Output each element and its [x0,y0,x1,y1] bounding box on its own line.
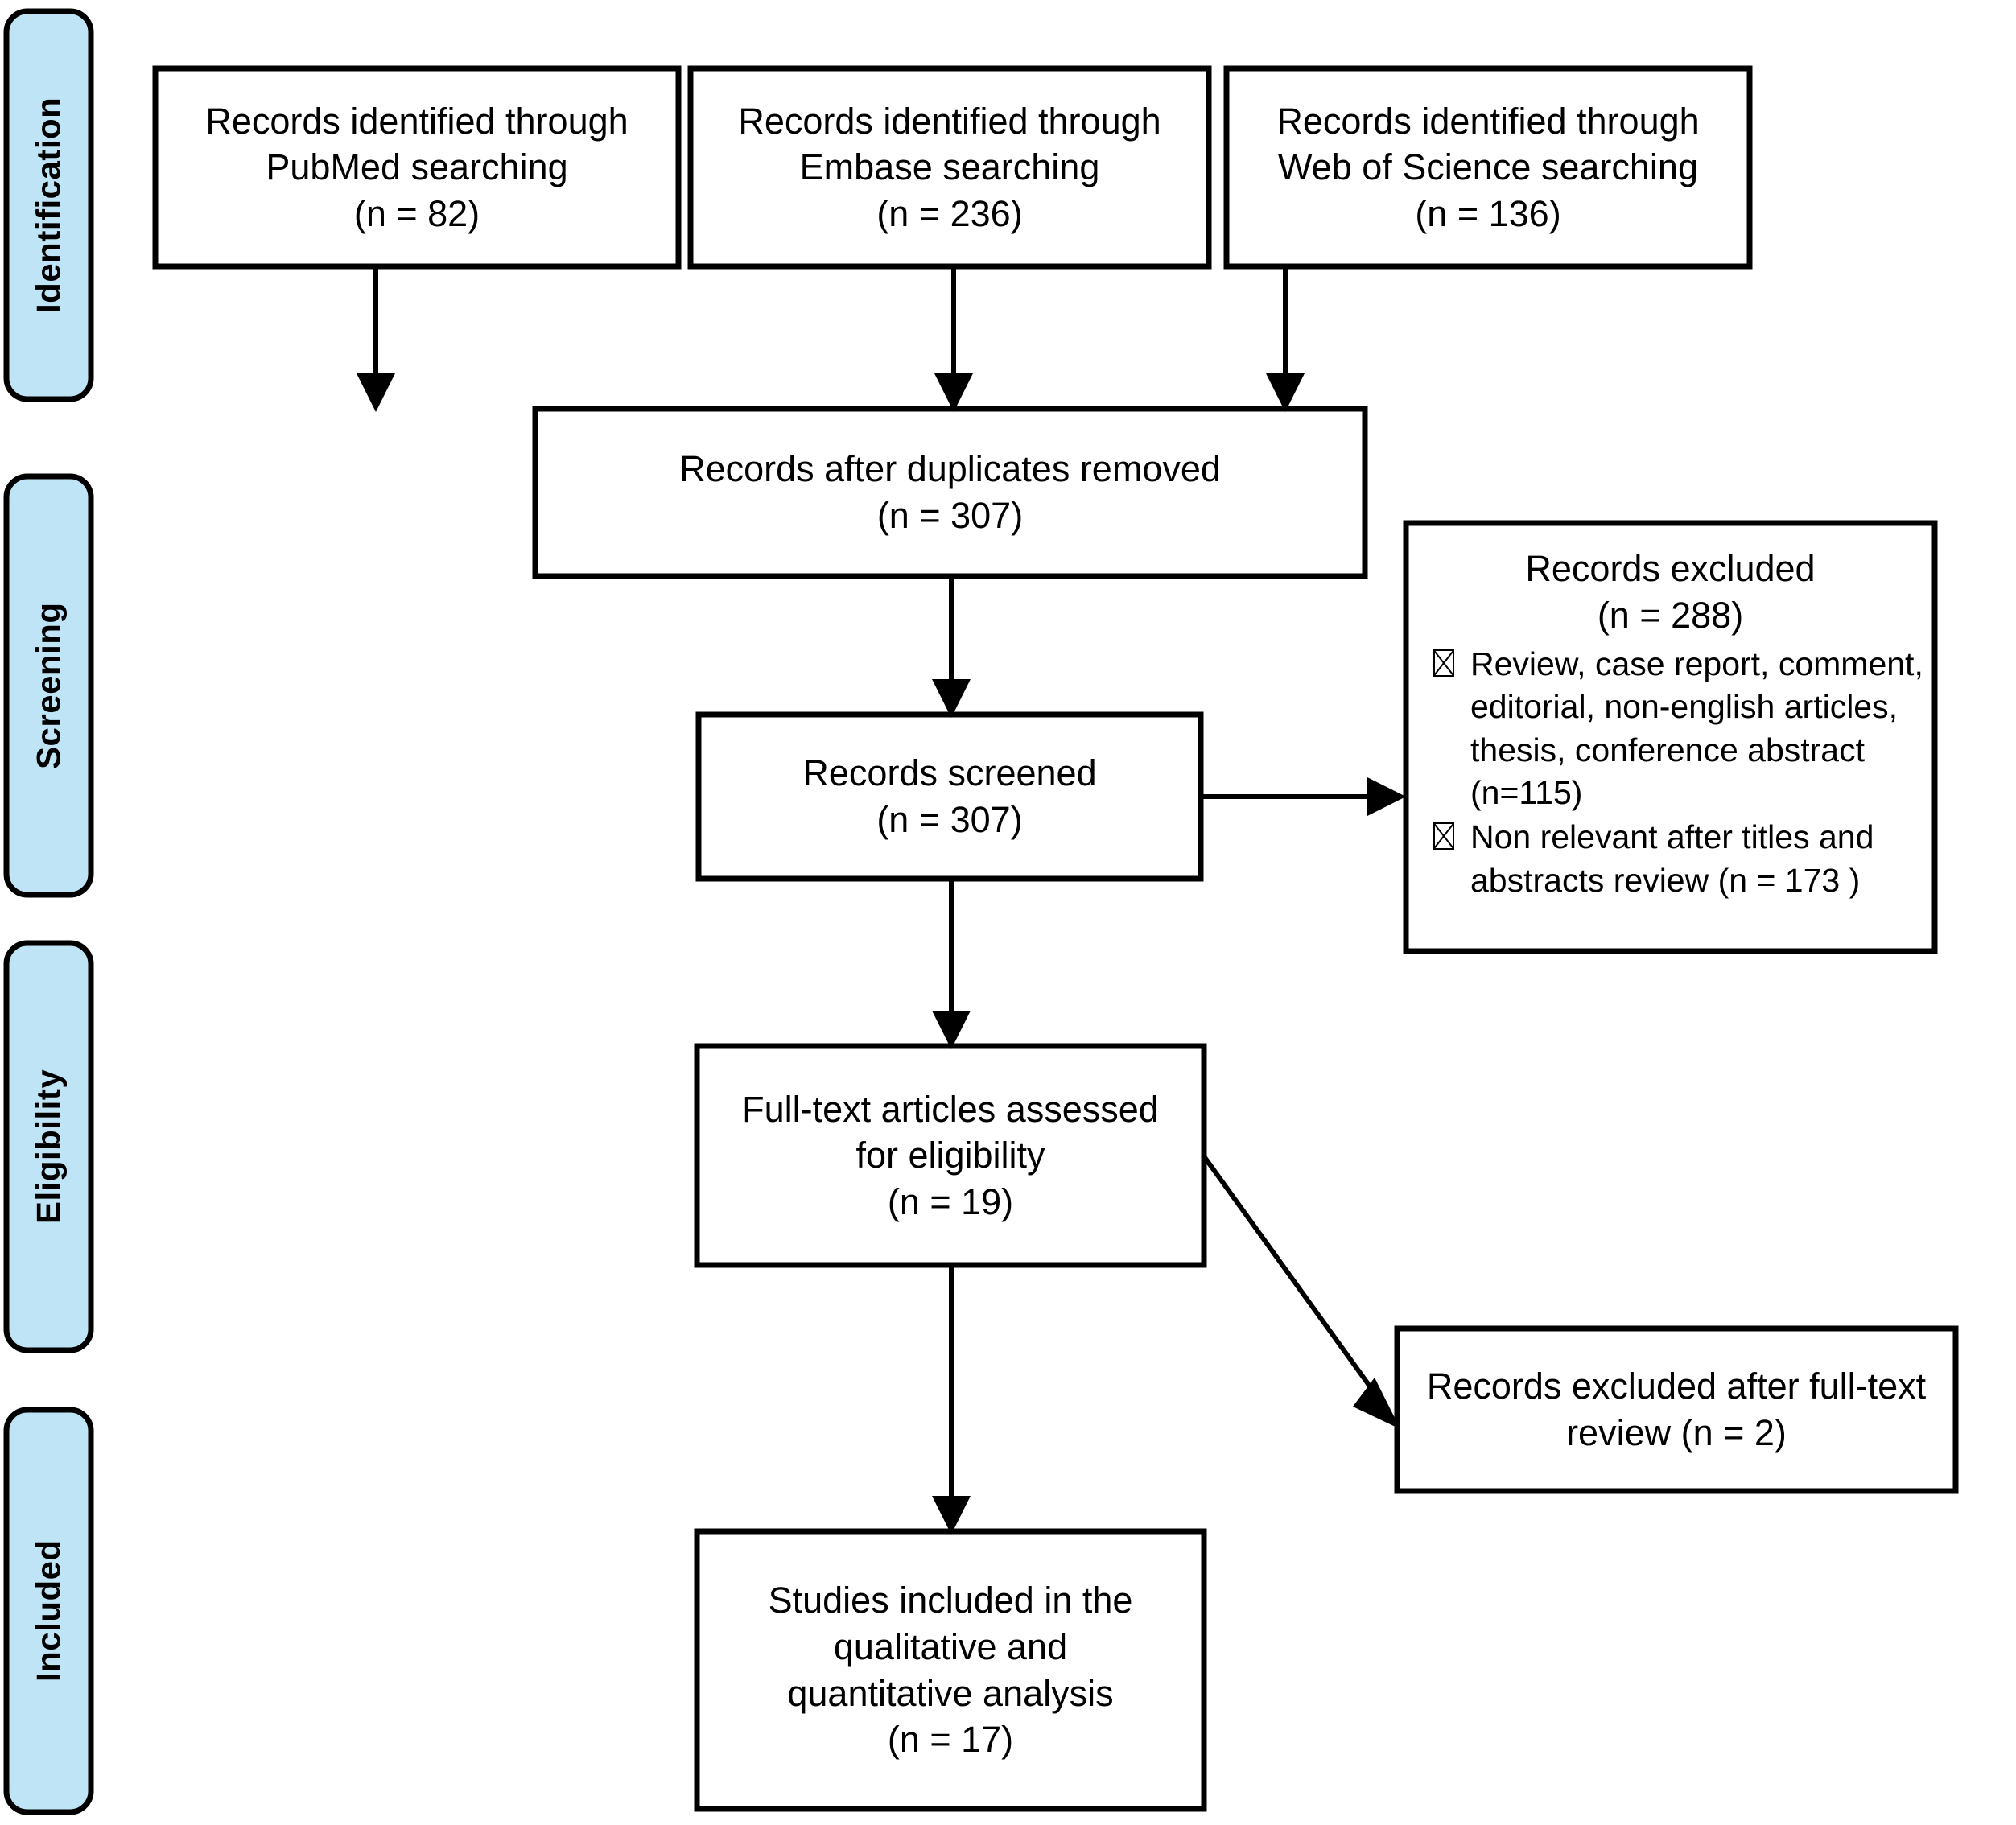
exclusion-reason: Review, case report, comment, editorial,… [1470,645,1923,812]
node-text-pubmed: Records identified through PubMed search… [155,68,678,266]
stage-pill-screening [3,473,94,898]
node-line: qualitative and [833,1625,1068,1667]
list-item: Review, case report, comment, editorial,… [1417,643,1923,814]
node-text-studies-included: Studies included in the qualitative and … [697,1531,1204,1809]
arrowhead-wos-to-duplicates [1266,373,1305,412]
arrowhead-fulltext-to-included [932,1496,971,1535]
node-line: Embase searching [799,146,1100,188]
node-box-records-excluded [1403,520,1938,954]
exclusion-reason-list: Review, case report, comment, editorial,… [1417,643,1923,904]
node-text-embase: Records identified through Embase search… [691,68,1209,266]
connector-fulltext-to-excluded [1202,1155,1381,1400]
node-line: Records excluded [1525,548,1816,589]
node-text-web-of-science: Records identified through Web of Scienc… [1227,68,1750,266]
node-count: (n = 19) [887,1180,1014,1222]
node-text-records-excluded: Records excluded (n = 288) Review, case … [1406,523,1935,951]
node-line: Records identified through [205,100,629,142]
node-box-fulltext-assessed [694,1043,1207,1268]
node-line: Records screened [802,752,1097,794]
node-text-fulltext-assessed: Full-text articles assessed for eligibil… [697,1046,1204,1265]
arrowhead-pubmed-to-duplicates [357,373,395,412]
node-line: for eligibility [855,1135,1045,1176]
stage-pill-identification [3,8,94,402]
node-text-records-screened: Records screened (n = 307) [699,715,1201,879]
bullet-tofu-icon [1433,649,1454,678]
node-count: (n = 307) [876,495,1024,536]
node-line: quantitative analysis [787,1672,1114,1714]
arrowhead-duplicates-to-screened [932,679,971,718]
node-line: Studies included in the [768,1580,1133,1621]
node-line: Full-text articles assessed [742,1088,1159,1130]
list-item: Non relevant after titles and abstracts … [1417,816,1923,902]
arrowhead-screened-to-fulltext [932,1011,971,1049]
node-box-duplicates-removed [532,406,1368,579]
node-line: Web of Science searching [1278,146,1698,188]
node-line: Records identified through [738,100,1161,142]
arrowhead-screened-to-excluded [1367,777,1406,816]
node-line: PubMed searching [266,146,568,188]
node-text-duplicates-removed: Records after duplicates removed (n = 30… [535,409,1365,576]
node-box-web-of-science [1223,65,1753,270]
stage-pill-included [3,1407,94,1815]
node-line: Records identified through [1276,100,1700,142]
node-count: (n = 136) [1415,192,1561,234]
bullet-tofu-icon [1433,822,1454,851]
arrowhead-embase-to-duplicates [934,373,973,412]
node-count: (n = 236) [876,192,1023,234]
node-line: Records excluded after full-text [1426,1366,1927,1407]
node-count: (n = 307) [876,799,1023,840]
node-box-fulltext-excluded [1394,1325,1959,1494]
node-line: Records after duplicates removed [679,448,1221,490]
node-count: review (n = 2) [1566,1412,1787,1453]
node-text-fulltext-excluded: Records excluded after full-text review … [1397,1329,1956,1491]
node-count: (n = 82) [353,192,480,234]
exclusion-reason: Non relevant after titles and abstracts … [1470,818,1874,899]
arrowhead-fulltext-to-excluded [1353,1378,1400,1429]
node-box-embase [687,65,1212,270]
stage-pill-eligibility [3,940,94,1353]
node-count: (n = 17) [887,1719,1014,1761]
node-count: (n = 288) [1597,594,1744,636]
node-box-pubmed [152,65,682,270]
